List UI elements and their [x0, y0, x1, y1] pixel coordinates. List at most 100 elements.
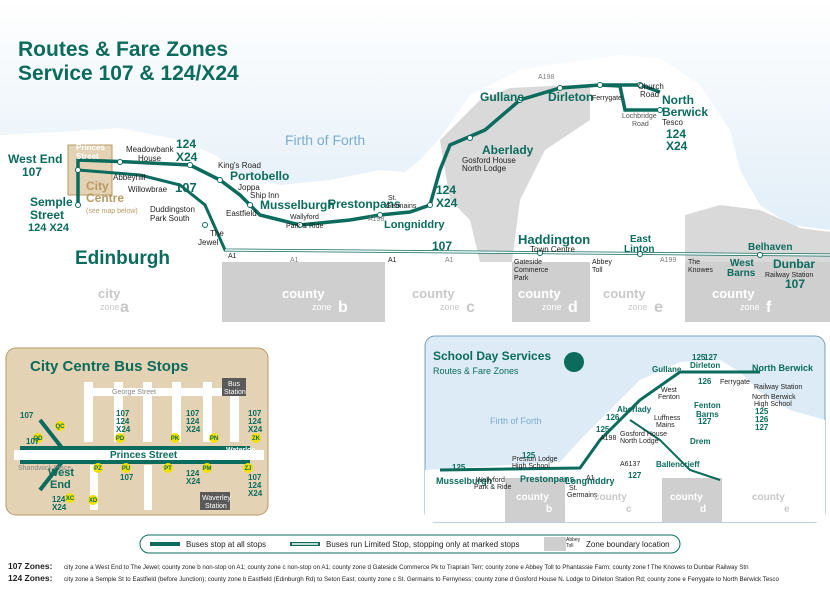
- label-gullane: Gullane: [480, 90, 524, 104]
- stop-badges: QD QC PD PK PN ZK PZ PU PT PM ZJ XC XD: [33, 421, 261, 505]
- zone-d-area: [512, 262, 590, 322]
- svg-text:X24: X24: [186, 477, 201, 486]
- svg-text:county: county: [712, 286, 755, 301]
- svg-text:Shandwick Place: Shandwick Place: [18, 465, 71, 472]
- city-centre-label-1: City: [86, 179, 109, 193]
- label-gosford-1: Gosford House: [462, 156, 516, 165]
- svg-text:Princes Street: Princes Street: [110, 450, 178, 461]
- label-west-end: West End: [8, 152, 62, 166]
- svg-text:School Day Services: School Day Services: [433, 349, 551, 363]
- map-title-line1: Routes & Fare Zones: [18, 38, 228, 61]
- svg-text:Fenton: Fenton: [658, 394, 680, 401]
- label-prestonpans: Prestonpans: [328, 197, 401, 211]
- svg-text:Abbey: Abbey: [566, 537, 581, 543]
- label-semple-routes: 124 X24: [28, 222, 70, 234]
- label-semple-2: Street: [30, 208, 64, 222]
- svg-text:d: d: [700, 504, 706, 515]
- label-107-mid: 107: [432, 239, 452, 253]
- label-dunbar: Dunbar: [773, 257, 815, 271]
- svg-text:Germains: Germains: [567, 492, 598, 499]
- svg-text:city zone a West End to The Je: city zone a West End to The Jewel; count…: [64, 564, 749, 571]
- label-church-road-1: Church: [638, 82, 664, 91]
- svg-text:PK: PK: [171, 436, 180, 442]
- svg-text:PU: PU: [122, 466, 130, 472]
- svg-text:George Street: George Street: [112, 389, 156, 396]
- svg-text:QC: QC: [56, 424, 66, 430]
- city-stops-title: City Centre Bus Stops: [30, 358, 188, 375]
- label-duddingston-2: Park South: [150, 214, 190, 223]
- svg-text:c: c: [466, 299, 475, 316]
- stop-dots: [75, 82, 763, 258]
- svg-text:Routes & Fare Zones: Routes & Fare Zones: [433, 366, 519, 376]
- svg-text:107: 107: [248, 473, 262, 482]
- label-a1-a: A1: [228, 253, 237, 260]
- label-gateside-3: Park: [514, 275, 529, 282]
- svg-text:a: a: [120, 299, 129, 316]
- svg-text:d: d: [568, 299, 578, 316]
- svg-text:PM: PM: [203, 466, 212, 472]
- svg-text:127: 127: [698, 417, 712, 426]
- svg-text:Fenton: Fenton: [694, 401, 721, 410]
- svg-text:End: End: [50, 479, 71, 491]
- svg-text:Gosford House: Gosford House: [620, 431, 667, 438]
- label-a198-a: A198: [368, 216, 384, 223]
- label-haddington: Haddington: [518, 232, 590, 247]
- label-abbeyhill: Abbeyhill: [113, 173, 146, 182]
- school-panel: School Day Services Routes & Fare Zones …: [424, 335, 826, 523]
- label-st-germains-1: St.: [388, 195, 397, 202]
- svg-text:124: 124: [186, 469, 200, 478]
- svg-text:Drem: Drem: [690, 437, 710, 446]
- svg-text:county: county: [752, 492, 785, 503]
- route-107-line: [77, 168, 830, 257]
- svg-text:X24: X24: [248, 489, 263, 498]
- zone-f-north: [685, 205, 830, 262]
- svg-text:125: 125: [596, 425, 610, 434]
- svg-text:West: West: [661, 387, 677, 394]
- svg-text:PN: PN: [210, 436, 218, 442]
- map-title-line2: Service 107 & 124/X24: [18, 62, 239, 85]
- svg-text:Musselburgh: Musselburgh: [436, 476, 492, 486]
- svg-text:127: 127: [704, 353, 718, 362]
- label-musselburgh: Musselburgh: [260, 198, 335, 212]
- svg-text:107 Zones:: 107 Zones:: [8, 561, 53, 571]
- svg-text:High School: High School: [512, 463, 550, 470]
- svg-text:107: 107: [26, 437, 40, 446]
- svg-text:Barns: Barns: [696, 410, 719, 419]
- svg-text:e: e: [654, 299, 663, 316]
- footnotes: 107 Zones: city zone a West End to The J…: [8, 561, 779, 583]
- svg-text:126: 126: [755, 415, 769, 424]
- label-meadowbank-1: Meadowbank: [126, 145, 175, 154]
- svg-text:zone: zone: [440, 302, 460, 312]
- svg-text:126: 126: [606, 413, 620, 422]
- label-124-b: 124: [436, 183, 456, 197]
- svg-text:North Berwick: North Berwick: [752, 363, 814, 373]
- svg-text:PD: PD: [116, 436, 125, 442]
- label-107-a: 107: [175, 180, 197, 195]
- label-east-linton-2: Linton: [624, 244, 655, 255]
- label-east-linton-1: East: [630, 234, 652, 245]
- svg-text:f: f: [766, 299, 772, 316]
- svg-text:Dirleton: Dirleton: [690, 361, 720, 370]
- place-labels: West End 107 Semple Street 124 X24 Princ…: [8, 74, 815, 291]
- svg-text:county: county: [603, 286, 646, 301]
- svg-text:QD: QD: [34, 436, 44, 442]
- label-edinburgh: Edinburgh: [75, 248, 170, 269]
- label-joppa: Joppa: [238, 183, 260, 192]
- svg-text:107: 107: [186, 409, 200, 418]
- label-knowes-2: Knowes: [688, 267, 713, 274]
- svg-text:b: b: [338, 299, 348, 316]
- firth-label: Firth of Forth: [285, 132, 365, 148]
- svg-text:Mains: Mains: [656, 422, 675, 429]
- svg-text:county: county: [518, 286, 561, 301]
- svg-text:107: 107: [248, 409, 262, 418]
- svg-text:Wallyford: Wallyford: [476, 477, 505, 484]
- svg-text:High School: High School: [754, 401, 792, 408]
- label-lochbridge-1: Lochbridge: [622, 113, 657, 120]
- svg-text:St.: St.: [569, 485, 578, 492]
- zone-d-north: [440, 84, 590, 262]
- label-a199: A199: [660, 257, 676, 264]
- svg-text:city: city: [98, 286, 121, 301]
- label-gateside-1: Gateside: [514, 259, 542, 266]
- svg-text:Preston Lodge: Preston Lodge: [512, 456, 558, 463]
